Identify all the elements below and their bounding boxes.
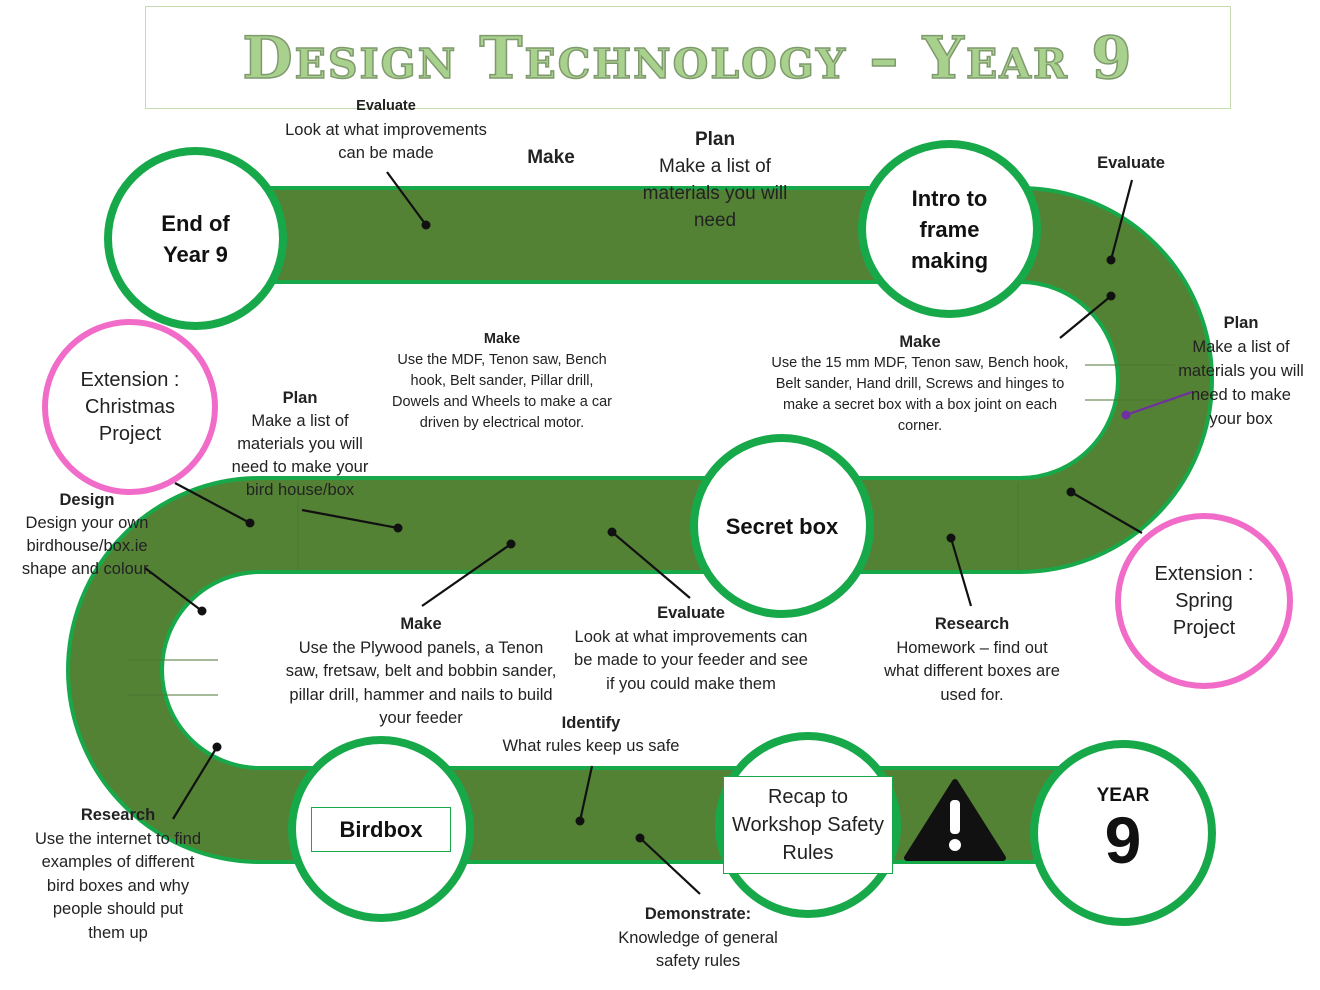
leader-plan-bird <box>301 508 399 530</box>
label-heading: Evaluate <box>657 604 725 622</box>
warning-triangle-icon <box>904 779 1006 861</box>
label-text: What rules keep us safe <box>502 737 680 755</box>
label-heading: Research <box>934 615 1010 633</box>
label-make-top: Make <box>515 144 587 171</box>
leader-evaluate-top <box>386 171 427 226</box>
label-identify: Identify What rules keep us safe <box>490 712 692 758</box>
extension-christmas-label: Extension : Christmas Project <box>80 368 180 445</box>
label-text: Use the 15 mm MDF, Tenon saw, Bench hook… <box>771 355 1069 434</box>
leader-plan-right <box>1125 390 1193 417</box>
leader-evaluate-right <box>1109 179 1134 261</box>
leader-make-feeder <box>421 543 512 607</box>
extension-spring: Extension : Spring Project <box>1115 513 1293 689</box>
year-word: YEAR <box>1096 785 1150 806</box>
stop-secret-box: Secret box <box>690 434 874 618</box>
page-title: Design Technology – Year 9 <box>242 23 1134 93</box>
leader-evaluate-feeder <box>611 531 691 599</box>
label-plan-right: Plan Make a list of materials you will n… <box>1176 311 1306 431</box>
stop-intro-frame-making: Intro to frame making <box>858 140 1041 318</box>
stop-end-of-year: End of Year 9 <box>104 147 287 330</box>
label-text: Design your own birdhouse/box.ie shape a… <box>21 514 153 578</box>
label-plan-bird: Plan Make a list of materials you will n… <box>222 387 378 502</box>
label-text: Make a list of materials you will need <box>642 156 788 231</box>
road-path <box>70 190 1210 860</box>
label-text: Use the internet to find examples of dif… <box>34 829 201 942</box>
leader-demonstrate <box>639 837 701 895</box>
year-number: 9 <box>1104 803 1142 877</box>
leader-make-secret <box>1059 295 1112 339</box>
label-text: Knowledge of general safety rules <box>618 928 778 971</box>
label-research-bird: Research Use the internet to find exampl… <box>34 804 202 945</box>
leader-design <box>144 567 203 612</box>
label-evaluate-top-text: Look at what improvements can be made <box>285 121 487 162</box>
label-heading: Evaluate <box>1097 154 1165 172</box>
stop-intro-label: Intro to frame making <box>910 185 989 273</box>
label-heading: Plan <box>1223 314 1259 332</box>
label-make-feeder: Make Use the Plywood panels, a Tenon saw… <box>284 613 558 731</box>
label-heading: Make <box>400 615 442 633</box>
label-evaluate-feeder: Evaluate Look at what improvements can b… <box>574 602 808 696</box>
label-heading: Demonstrate: <box>644 905 752 923</box>
label-evaluate-right: Evaluate <box>1088 152 1174 175</box>
label-heading: Make <box>483 331 521 347</box>
leader-research-bird <box>172 746 218 820</box>
label-heading: Design <box>59 491 115 509</box>
label-text: Use the MDF, Tenon saw, Bench hook, Belt… <box>391 352 612 431</box>
label-text: Look at what improvements can be made to… <box>574 627 808 693</box>
label-heading: Make <box>899 333 941 351</box>
stop-birdbox-label: Birdbox <box>311 806 451 852</box>
stop-year-9-start: YEAR 9 <box>1030 740 1216 926</box>
label-make-secret: Make Use the 15 mm MDF, Tenon saw, Bench… <box>766 331 1074 437</box>
label-heading: Identify <box>561 714 621 732</box>
stop-recap-label: Recap to Workshop Safety Rules <box>723 776 893 874</box>
label-plan-top: Plan Make a list of materials you will n… <box>640 126 790 234</box>
stop-birdbox: Birdbox <box>288 736 474 922</box>
label-research-boxes: Research Homework – find out what differ… <box>880 613 1064 707</box>
label-demonstrate: Demonstrate: Knowledge of general safety… <box>604 903 792 974</box>
stop-end-label: End of Year 9 <box>161 210 230 267</box>
label-heading: Plan <box>282 389 318 407</box>
label-heading: Research <box>80 806 156 824</box>
leader-research-boxes <box>949 537 973 607</box>
stop-secret-label: Secret box <box>725 513 839 539</box>
extension-christmas: Extension : Christmas Project <box>42 319 218 495</box>
label-text: Make a list of materials you will need t… <box>231 412 369 499</box>
label-evaluate-top: Evaluate <box>300 96 472 117</box>
label-heading: Plan <box>694 129 736 150</box>
leader-identify <box>578 765 594 822</box>
leader-christmas <box>174 482 251 524</box>
label-heading: Evaluate <box>356 98 416 114</box>
label-text: Use the Plywood panels, a Tenon saw, fre… <box>285 638 557 728</box>
label-heading: Make <box>527 147 575 168</box>
title-banner: Design Technology – Year 9 <box>145 6 1231 109</box>
label-text: Homework – find out what different boxes… <box>884 638 1060 704</box>
label-text: Make a list of materials you will need t… <box>1178 338 1304 428</box>
stop-recap-safety: Recap to Workshop Safety Rules <box>715 732 901 918</box>
extension-spring-label: Extension : Spring Project <box>1154 562 1254 639</box>
label-make-car: Make Use the MDF, Tenon saw, Bench hook,… <box>386 329 618 434</box>
leader-spring <box>1070 491 1143 534</box>
label-design: Design Design your own birdhouse/box.ie … <box>14 489 160 581</box>
